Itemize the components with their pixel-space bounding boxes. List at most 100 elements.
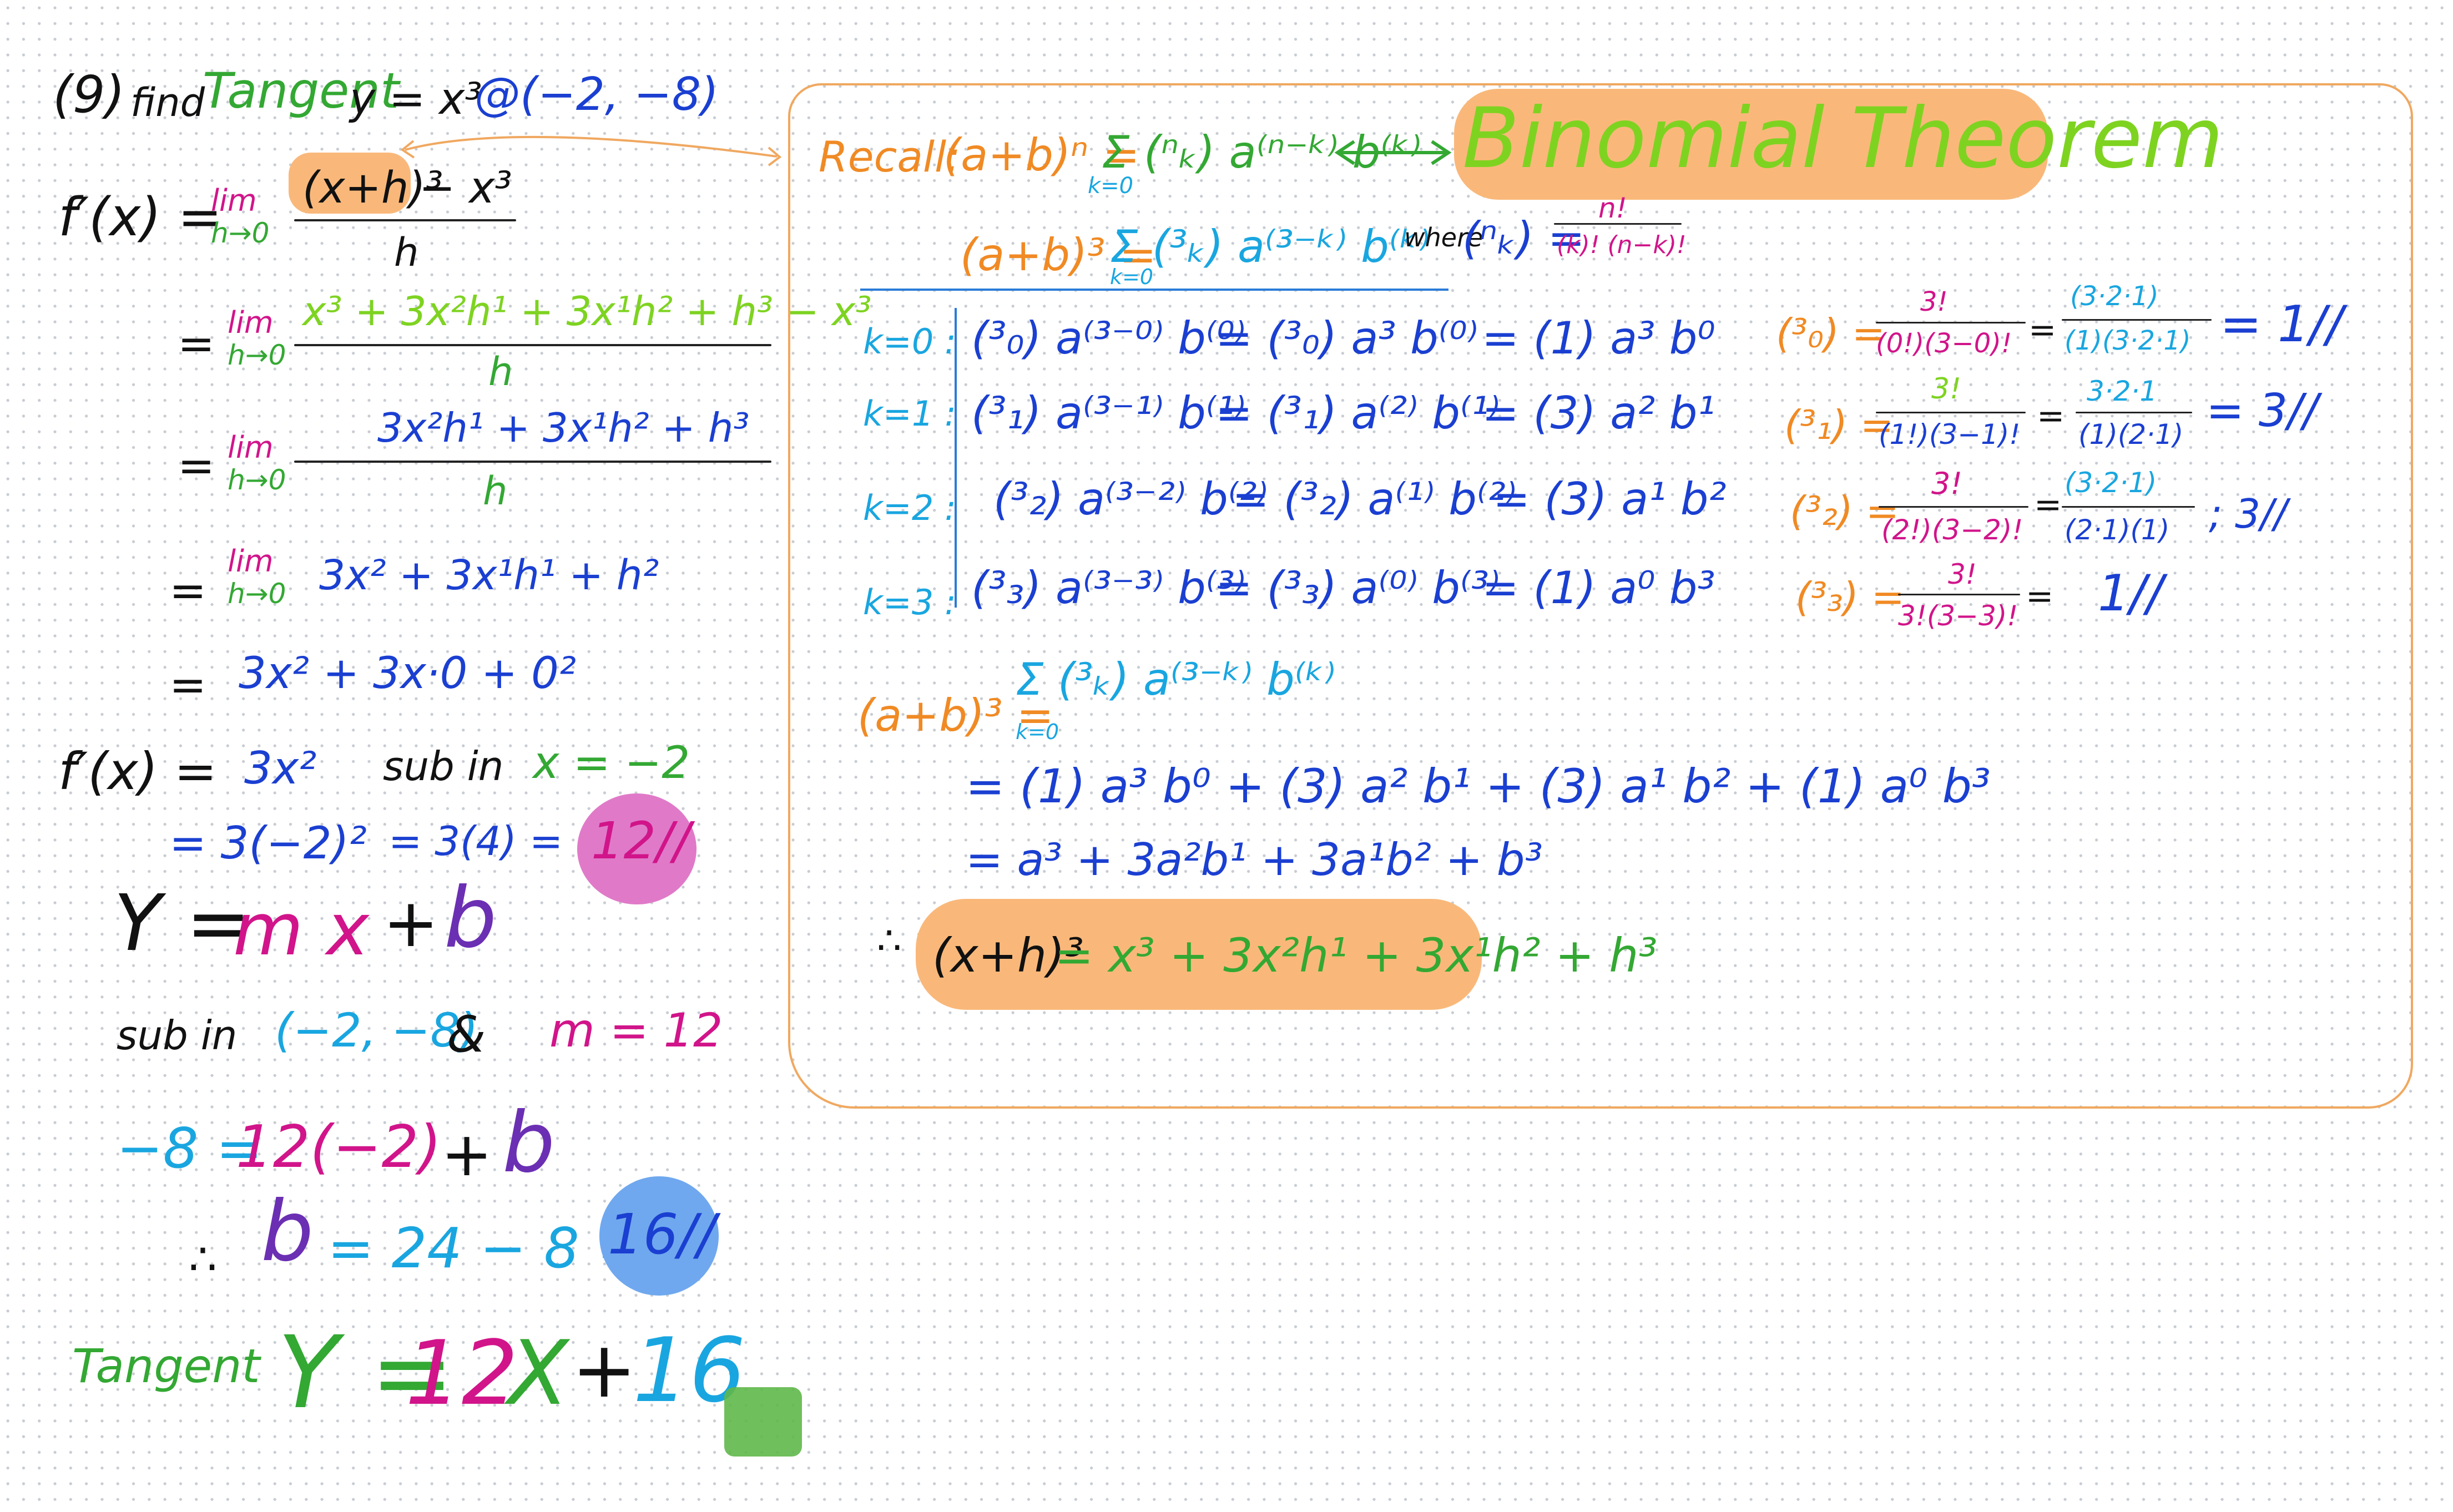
eq-a: −8 = (117, 1116, 263, 1181)
where-bar (1554, 223, 1682, 225)
combo0-res: = 1// (2220, 295, 2343, 353)
combo2-num: 3! (1931, 466, 1963, 501)
combo1-bar (1876, 412, 2026, 413)
line2-den: h (488, 349, 513, 395)
at-point: @(−2, −8) (475, 68, 719, 121)
combo0-num: 3! (1920, 286, 1948, 317)
lim-3: lim (228, 430, 274, 465)
combo0-num2: (3·2·1) (2070, 281, 2159, 312)
sub-in-1: sub in (383, 743, 504, 790)
h-to-0-4: h→0 (228, 578, 286, 610)
combo2-bar (1879, 506, 2028, 508)
final-identity-lhs: (x+h)³ (932, 928, 1084, 983)
x-eq: x = −2 (533, 737, 690, 788)
combo2-num2: (3·2·1) (2065, 467, 2157, 499)
row1-a: (³₁) a⁽³⁻¹⁾ b⁽¹⁾ (971, 387, 1246, 439)
row0-k: k=0 : (863, 321, 956, 362)
row0-a: (³₀) a⁽³⁻⁰⁾ b⁽⁰⁾ (971, 312, 1246, 364)
binomial-title: Binomial Theorem (1462, 90, 2224, 187)
combo2-eq: = (2034, 486, 2062, 524)
combo0-eq: = (2028, 311, 2057, 350)
line2-num: x³ + 3x²h¹ + 3x¹h² + h³ − x³ (302, 288, 872, 335)
row2-k: k=2 : (863, 488, 956, 528)
combo3-bar (1898, 594, 2020, 595)
y-eq-plus: + (383, 885, 439, 962)
final-identity-rhs: = x³ + 3x²h¹ + 3x¹h² + h³ (1054, 928, 1658, 983)
row3-b: = (³₃) a⁽⁰⁾ b⁽³⁾ (1215, 562, 1500, 614)
highlight-xh (289, 153, 411, 214)
line1-den: h (394, 230, 419, 275)
recall-general-rhs: Σ (ⁿₖ) a⁽ⁿ⁻ᵏ⁾ b⁽ᵏ⁾ (1102, 127, 1421, 178)
combo3-res: 1// (2098, 564, 2163, 623)
sum-line1: = (1) a³ b⁰ + (3) a² b¹ + (3) a¹ b² + (1… (966, 759, 1991, 813)
b-final-b: b (261, 1184, 314, 1280)
final-plus: + (572, 1325, 637, 1415)
line1-num-b: − x³ (419, 163, 512, 213)
sub-in-2: sub in (117, 1012, 238, 1059)
h-to-0-3: h→0 (228, 464, 286, 496)
combo1-num: 3! (1931, 372, 1961, 406)
frac-bar-2 (294, 344, 771, 346)
highlight-12 (577, 793, 696, 904)
question-number: (9) (53, 65, 125, 124)
recall-box (788, 83, 2413, 1109)
eq-2: = (178, 318, 215, 370)
combo2-bar2 (2062, 506, 2195, 508)
final-x: X (508, 1321, 569, 1425)
h-to-0-2: h→0 (228, 339, 286, 371)
eq-d: b (502, 1095, 556, 1191)
combo3-lhs: (³₃) = (1795, 574, 1905, 620)
sum-lhs: (a+b)³ = (857, 690, 1054, 741)
combo2-den: (2!)(3−2)! (1881, 514, 2023, 546)
tangent-label: Tangent (72, 1339, 260, 1393)
combo1-res: = 3// (2206, 385, 2319, 437)
combo0-den: (0!)(3−0)! (1876, 328, 2012, 359)
recall-label: Recall: (819, 132, 961, 181)
frac-bar-3 (294, 461, 771, 463)
sub-point: (−2, −8) (275, 1003, 478, 1058)
line5: 3x² + 3x·0 + 0² (239, 649, 577, 699)
b-result: 16// (608, 1202, 716, 1267)
line4: 3x² + 3x¹h¹ + h² (319, 552, 659, 599)
y-eq-m: m x (233, 887, 369, 972)
amp: & (447, 1005, 486, 1064)
fprime-val: 3x² (244, 742, 317, 794)
sum-k0: k=0 (1016, 720, 1059, 744)
eq-4: = (169, 565, 207, 616)
lim-1: lim (211, 183, 257, 218)
fprime-label: f′(x) = (58, 742, 217, 801)
find-word: find (130, 80, 205, 125)
row2-b: = (³₂) a⁽¹⁾ b⁽²⁾ (1232, 473, 1517, 525)
combo1-lhs: (³₁) = (1784, 402, 1894, 448)
final-y: Y = (277, 1315, 454, 1431)
done-square (724, 1387, 802, 1457)
sum-rhs: Σ (³ₖ) a⁽³⁻ᵏ⁾ b⁽ᵏ⁾ (1016, 654, 1336, 705)
row1-b: = (³₁) a⁽²⁾ b⁽¹⁾ (1215, 387, 1500, 439)
y-eq-b: b (444, 870, 497, 967)
b-final-rest: = 24 − 8 = (327, 1216, 644, 1281)
therefore-left: ∴ (189, 1233, 217, 1285)
row1-k: k=1 : (863, 393, 956, 434)
combo0-bar2 (2062, 319, 2212, 321)
cube-lhs: (a+b)³ = (960, 229, 1157, 281)
highlight-binomial (1454, 89, 2048, 200)
function-def: y = x³ (350, 74, 482, 124)
lim-4: lim (228, 544, 274, 579)
highlight-identity (916, 899, 1482, 1010)
line1-num-a: (x+h)³ (302, 163, 443, 213)
cube-rhs: Σ (³ₖ) a⁽³⁻ᵏ⁾ b⁽ᵏ⁾ (1110, 221, 1430, 272)
row2-a: (³₂) a⁽³⁻²⁾ b⁽²⁾ (993, 473, 1268, 525)
row2-c: = (3) a¹ b² (1493, 473, 1727, 525)
eval-b: = 3(4) = (388, 818, 563, 864)
fprime-lhs: f′(x) = (58, 187, 223, 248)
eval-result: 12// (591, 811, 691, 871)
brace-top (860, 289, 1448, 291)
where-word: where (1404, 222, 1483, 252)
final-m: 12 (405, 1321, 518, 1425)
recall-general-lhs: (a+b)ⁿ = (943, 129, 1140, 181)
line3-den: h (483, 468, 508, 514)
eq-3: = (178, 440, 215, 492)
eq-c: + (441, 1119, 493, 1190)
y-eq-y: Y = (114, 878, 251, 969)
